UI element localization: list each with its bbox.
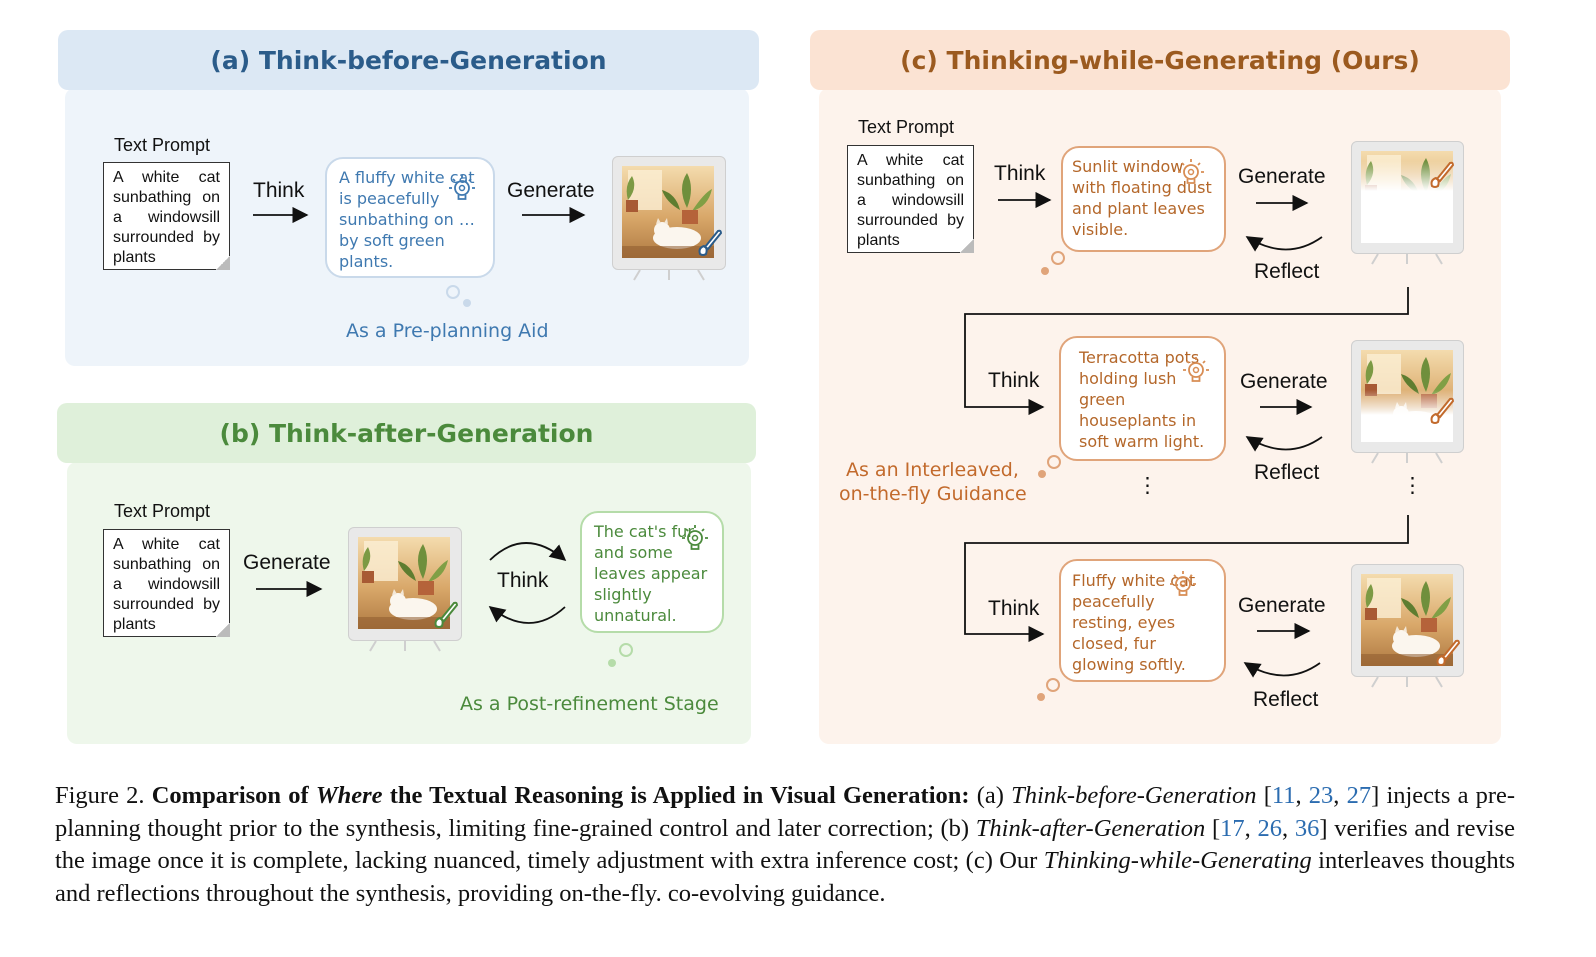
panel-b-thought-text: The cat's fur and some leaves appear sli…: [594, 522, 708, 625]
panel-c-thought-text-2: Terracotta pots holding lush green house…: [1079, 348, 1205, 451]
cat-image: [358, 537, 450, 629]
thought-dot-icon: [608, 659, 616, 667]
panel-b-title: (b) Think-after-Generation: [57, 403, 756, 463]
lightbulb-icon: [1177, 158, 1205, 184]
panel-c-thought-text-1: Sunlit window with floating dust and pla…: [1072, 157, 1212, 239]
caption-bracket: [: [1212, 814, 1221, 842]
easel-legs-icon: [633, 269, 705, 281]
panel-c-think-label-2: Think: [988, 369, 1040, 392]
caption-italic-3: Thinking-while-Generating: [1043, 847, 1312, 874]
arrow-reflect-c2: [1245, 436, 1323, 452]
panel-c-thought-bubble-2: Terracotta pots holding lush green house…: [1059, 336, 1226, 461]
thought-dot-icon: [1038, 470, 1046, 478]
arrow-reflect-c3: [1243, 662, 1321, 678]
panel-a-prompt-text: A white cat sunbathing on a windowsill s…: [113, 169, 220, 266]
panel-b-subtitle: As a Post-refinement Stage: [460, 693, 719, 715]
panel-c-think-label-1: Think: [994, 162, 1046, 185]
cat-image: [1361, 574, 1453, 666]
caption-italic-1: Think-before-Generation: [1011, 782, 1257, 809]
lightbulb-icon: [681, 524, 709, 550]
panel-a-subtitle: As a Pre-planning Aid: [346, 320, 549, 342]
connector-arrow-1: [964, 287, 1409, 416]
panel-c-think-label-3: Think: [988, 597, 1040, 620]
caption-bold-2: the Textual Reasoning is Applied in Visu…: [389, 782, 970, 809]
thought-dot-icon: [1047, 455, 1061, 469]
caption-text-1: (a): [976, 782, 1004, 809]
note-fold-icon: [216, 623, 230, 637]
easel-legs-icon: [1371, 676, 1443, 688]
arrow-reflect-c1: [1245, 236, 1323, 252]
panel-a-prompt-label: Text Prompt: [114, 135, 211, 155]
arrow-think-back-b: [488, 605, 566, 624]
thought-dot-icon: [446, 285, 460, 299]
panel-a-generate-label: Generate: [507, 179, 595, 202]
caption-ref-link[interactable]: 26: [1257, 814, 1283, 842]
easel-legs-icon: [1371, 253, 1443, 265]
caption-ref-link[interactable]: 23: [1308, 782, 1334, 809]
panel-c-prompt-label: Text Prompt: [858, 117, 955, 137]
caption-bold-1: Comparison of: [151, 782, 309, 809]
caption-italic-2: Think-after-Generation: [975, 814, 1206, 842]
panel-c-reflect-label-1: Reflect: [1254, 260, 1320, 283]
lightbulb-icon: [448, 174, 476, 200]
panel-b-prompt-note: A white cat sunbathing on a windowsill s…: [103, 529, 230, 637]
panel-c-generate-label-2: Generate: [1240, 370, 1328, 393]
panel-c-generate-label-3: Generate: [1238, 594, 1326, 617]
panel-c-thought-bubble-3: Fluffy white cat peacefully resting, eye…: [1059, 559, 1226, 682]
thought-dot-icon: [1037, 693, 1045, 701]
note-fold-icon: [216, 256, 230, 270]
easel-legs-icon: [1371, 452, 1443, 464]
partial-image-2: [1361, 350, 1453, 442]
panel-c-reflect-label-2: Reflect: [1254, 461, 1320, 484]
connector-arrow-2: [964, 515, 1409, 643]
panel-c-ellipsis-2: ⋮: [1402, 474, 1423, 497]
thought-dot-icon: [619, 643, 633, 657]
panel-a-thought-bubble: A fluffy white cat is peacefully sunbath…: [325, 157, 495, 278]
panel-c-generate-label-1: Generate: [1238, 165, 1326, 188]
panel-c-ellipsis-1: ⋮: [1137, 474, 1158, 497]
panel-c-thought-text-3: Fluffy white cat peacefully resting, eye…: [1072, 571, 1196, 674]
caption-bold-italic: Where: [315, 782, 383, 809]
easel-legs-icon: [369, 640, 441, 652]
panel-c-prompt-note: A white cat sunbathing on a windowsill s…: [847, 145, 974, 253]
caption-ref-link[interactable]: 17: [1220, 814, 1245, 842]
panel-c-subtitle-line1: As an Interleaved,: [846, 459, 1019, 481]
panel-b-prompt-label: Text Prompt: [114, 501, 211, 521]
figure-caption: Figure 2. Comparison of Where the Textua…: [55, 782, 1516, 907]
lightbulb-icon: [1169, 570, 1197, 596]
cat-image: [622, 166, 714, 258]
arrow-think-forward-b: [489, 542, 567, 562]
caption-ref-link[interactable]: 36: [1294, 814, 1320, 842]
caption-ref-link[interactable]: 11: [1271, 782, 1296, 809]
caption-text-2: ] injects a pre-planning thought prior t…: [55, 782, 1516, 842]
caption-ref-link[interactable]: 27: [1346, 782, 1372, 809]
panel-c-prompt-text: A white cat sunbathing on a windowsill s…: [857, 152, 964, 249]
caption-fig-number: Figure 2.: [55, 782, 145, 809]
panel-a-thought-text: A fluffy white cat is peacefully sunbath…: [339, 168, 475, 271]
caption-bracket: [: [1263, 782, 1272, 809]
panel-a-prompt-note: A white cat sunbathing on a windowsill s…: [103, 162, 230, 270]
diagram-overlay: [253, 151, 1460, 701]
partial-image-1: [1361, 151, 1453, 243]
panel-b-prompt-text: A white cat sunbathing on a windowsill s…: [113, 536, 220, 633]
lightbulb-icon: [1182, 356, 1210, 382]
panel-a-think-label: Think: [253, 179, 305, 202]
note-fold-icon: [960, 239, 974, 253]
panel-c-reflect-label-3: Reflect: [1253, 688, 1319, 711]
thought-dot-icon: [463, 299, 471, 307]
panel-b-thought-bubble: The cat's fur and some leaves appear sli…: [580, 511, 724, 633]
panel-c-subtitle-line2: on-the-fly Guidance: [839, 483, 1027, 505]
thought-dot-icon: [1046, 678, 1060, 692]
thought-dot-icon: [1041, 267, 1049, 275]
panel-c-title: (c) Thinking-while-Generating (Ours): [810, 30, 1510, 90]
caption-text-4: interleaves thoughts and reflections thr…: [55, 847, 1516, 907]
panel-b-generate-label: Generate: [243, 551, 331, 574]
caption-text-3: ] verifies and revise the image once it …: [55, 814, 1516, 875]
thought-dot-icon: [1051, 251, 1065, 265]
panel-a-title: (a) Think-before-Generation: [58, 30, 759, 90]
panel-b-think-label: Think: [497, 569, 549, 592]
